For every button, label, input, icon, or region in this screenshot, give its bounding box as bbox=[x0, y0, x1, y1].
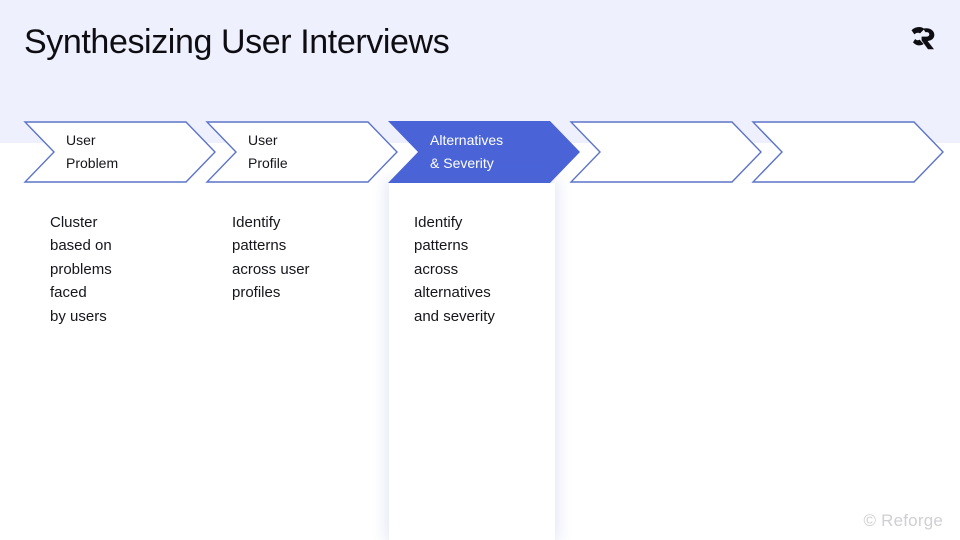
process-step-3[interactable] bbox=[388, 121, 580, 183]
step-3-description: Identify patterns across alternatives an… bbox=[414, 211, 495, 328]
step-3-description-line-5: and severity bbox=[414, 307, 495, 325]
copyright-watermark: © Reforge bbox=[863, 511, 943, 530]
active-step-detail-card bbox=[389, 183, 555, 540]
process-step-strip: User Problem User Profile Alternatives &… bbox=[0, 121, 960, 185]
step-3-description-line-4: alternatives bbox=[414, 284, 491, 302]
step-1-description-line-5: by users bbox=[50, 307, 107, 325]
step-2-description-line-3: across user bbox=[232, 260, 310, 278]
step-1-description-line-4: faced bbox=[50, 284, 87, 302]
process-step-5[interactable] bbox=[751, 121, 944, 183]
reforge-logo-icon bbox=[905, 20, 941, 56]
step-3-description-line-3: across bbox=[414, 260, 459, 278]
step-2-description-line-2: patterns bbox=[232, 237, 287, 255]
header-band bbox=[0, 0, 960, 143]
step-3-description-line-1: Identify bbox=[414, 214, 463, 231]
step-2-description-line-4: profiles bbox=[232, 284, 281, 302]
process-step-1[interactable] bbox=[23, 121, 216, 183]
step-2-description: Identify patterns across user profiles bbox=[232, 211, 310, 305]
step-3-description-line-2: patterns bbox=[414, 237, 469, 255]
process-step-2[interactable] bbox=[205, 121, 398, 183]
step-1-description-line-3: problems bbox=[50, 260, 112, 278]
step-1-description-line-1: Cluster bbox=[50, 214, 98, 231]
process-step-4[interactable] bbox=[569, 121, 762, 183]
step-1-description-line-2: based on bbox=[50, 237, 112, 255]
step-2-description-line-1: Identify bbox=[232, 214, 281, 231]
page-title: Synthesizing User Interviews bbox=[24, 23, 450, 61]
step-1-description: Cluster based on problems faced by users bbox=[50, 211, 112, 328]
